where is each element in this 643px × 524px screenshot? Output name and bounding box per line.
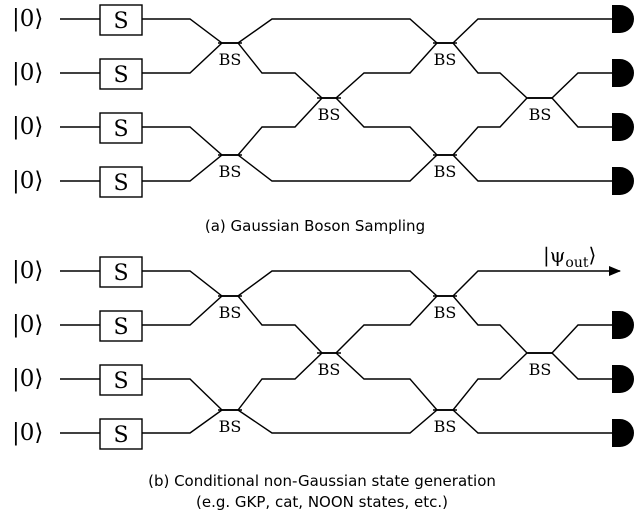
panel-b: |0⟩ |0⟩ |0⟩ |0⟩ S S S S BS — [12, 243, 634, 511]
input-ket-a4: |0⟩ — [12, 168, 43, 194]
caption-a: (a) Gaussian Boson Sampling — [205, 217, 425, 235]
beamsplitter-label: BS — [434, 162, 457, 181]
caption-b-line2: (e.g. GKP, cat, NOON states, etc.) — [196, 493, 448, 511]
input-ket-a2: |0⟩ — [12, 60, 43, 86]
squeezer-label: S — [113, 261, 128, 286]
beamsplitter-b6: BS — [433, 409, 457, 436]
input-ket-b4: |0⟩ — [12, 420, 43, 446]
beamsplitter-a1: BS — [218, 42, 242, 69]
beamsplitter-b5: BS — [218, 409, 242, 436]
beamsplitter-label: BS — [219, 50, 242, 69]
squeezer-label: S — [113, 315, 128, 340]
beamsplitter-a2: BS — [433, 42, 457, 69]
beamsplitter-label: BS — [318, 360, 341, 379]
wire-b1 — [60, 271, 620, 297]
detector-a4-icon — [612, 167, 634, 195]
detector-a2-icon — [612, 59, 634, 87]
squeezer-b3: S — [99, 364, 143, 396]
squeezer-label: S — [113, 9, 128, 34]
wire-b2 — [60, 295, 612, 354]
beamsplitter-label: BS — [529, 105, 552, 124]
detector-b2-icon — [612, 311, 634, 339]
beamsplitter-b3: BS — [317, 352, 341, 379]
detector-a3-icon — [612, 113, 634, 141]
squeezer-b1: S — [99, 256, 143, 288]
squeezer-label: S — [113, 117, 128, 142]
wire-b4 — [60, 409, 612, 434]
squeezer-b4: S — [99, 418, 143, 450]
squeezer-label: S — [113, 63, 128, 88]
beamsplitter-b1: BS — [218, 295, 242, 322]
beamsplitter-label: BS — [434, 417, 457, 436]
beamsplitter-label: BS — [219, 303, 242, 322]
detector-b4-icon — [612, 419, 634, 447]
squeezer-label: S — [113, 423, 128, 448]
output-state-label: |ψout⟩ — [543, 243, 596, 271]
detector-b3-icon — [612, 365, 634, 393]
beamsplitter-a3: BS — [317, 97, 341, 124]
input-ket-a1: |0⟩ — [12, 6, 43, 32]
beamsplitter-label: BS — [529, 360, 552, 379]
input-ket-b1: |0⟩ — [12, 258, 43, 284]
wire-a2 — [60, 42, 612, 99]
beamsplitter-b4: BS — [528, 352, 552, 379]
input-ket-b2: |0⟩ — [12, 312, 43, 338]
beamsplitter-label: BS — [219, 417, 242, 436]
input-ket-b3: |0⟩ — [12, 366, 43, 392]
beamsplitter-a4: BS — [528, 97, 552, 124]
panel-a: |0⟩ |0⟩ |0⟩ |0⟩ S S S S B — [12, 4, 634, 235]
squeezer-label: S — [113, 171, 128, 196]
beamsplitter-b2: BS — [433, 295, 457, 322]
beamsplitter-a6: BS — [433, 154, 457, 181]
squeezer-label: S — [113, 369, 128, 394]
beamsplitter-a5: BS — [218, 154, 242, 181]
output-subscript: out — [565, 255, 588, 271]
squeezer-a3: S — [99, 112, 143, 144]
input-ket-a3: |0⟩ — [12, 114, 43, 140]
squeezer-a1: S — [99, 4, 143, 36]
beamsplitter-label: BS — [434, 303, 457, 322]
beamsplitter-label: BS — [219, 162, 242, 181]
beamsplitter-label: BS — [434, 50, 457, 69]
output-psi: |ψ — [543, 243, 565, 268]
squeezer-a2: S — [99, 58, 143, 90]
wire-a1 — [60, 18, 612, 44]
wire-a4 — [60, 154, 612, 182]
squeezer-a4: S — [99, 166, 143, 198]
caption-b-line1: (b) Conditional non-Gaussian state gener… — [148, 472, 496, 490]
beamsplitter-label: BS — [318, 105, 341, 124]
squeezer-b2: S — [99, 310, 143, 342]
output-close: ⟩ — [589, 243, 597, 267]
detector-a1-icon — [612, 5, 634, 33]
